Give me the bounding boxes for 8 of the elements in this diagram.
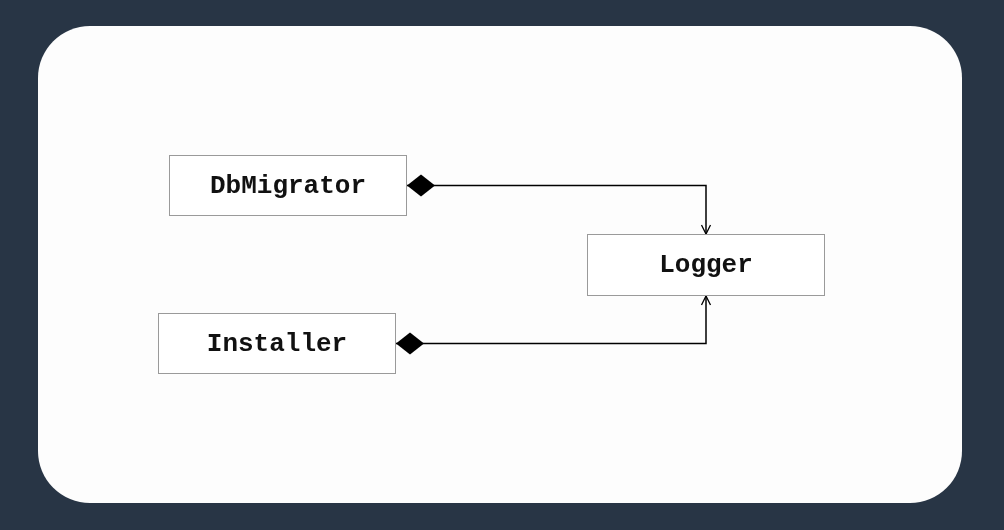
composition-arrow [406, 174, 712, 235]
class-name: Installer [206, 328, 348, 359]
class-name: DbMigrator [210, 170, 366, 201]
class-box [169, 155, 407, 216]
class-box [587, 234, 825, 296]
composition-arrow [395, 295, 712, 355]
class-name: Logger [659, 250, 753, 280]
class-box [158, 313, 396, 374]
